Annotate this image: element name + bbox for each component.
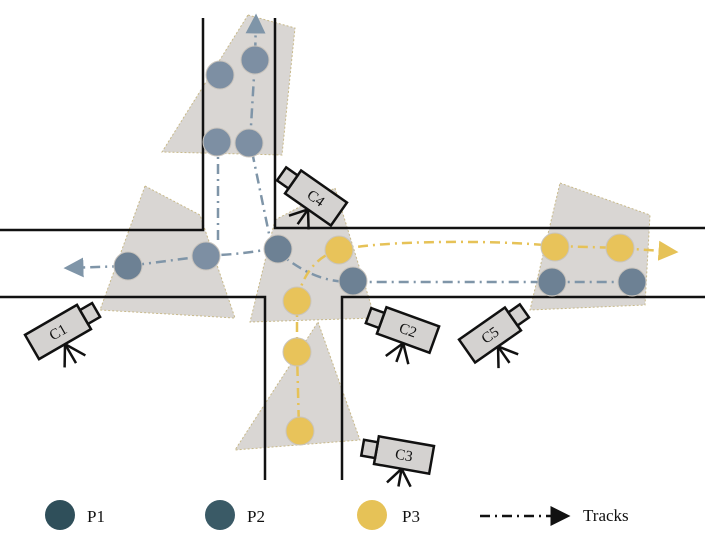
- camera-label-c2: C2: [397, 320, 419, 341]
- camera-leg: [400, 468, 412, 488]
- observation-p3-right-2: [605, 233, 635, 263]
- camera-leg: [288, 208, 309, 217]
- fields-of-view: [99, 14, 651, 451]
- legend-p1-label: P1: [87, 507, 105, 526]
- track-p2-right: [274, 249, 632, 284]
- camera-leg: [63, 343, 78, 364]
- legend-p3-swatch: [357, 500, 387, 530]
- legend-p2-swatch: [205, 500, 235, 530]
- road-edge-lower-left: [0, 295, 267, 480]
- camera-leg: [497, 345, 519, 356]
- road-network: [0, 18, 705, 480]
- camera-leg: [401, 342, 410, 365]
- camera-leg: [496, 346, 500, 369]
- camera-c5: C5: [457, 302, 531, 369]
- camera-label-c1: C1: [47, 322, 70, 345]
- camera-leg: [497, 345, 511, 364]
- legend-p3-label: P3: [402, 507, 420, 526]
- observation-p2-right-1: [537, 267, 567, 297]
- legend-tracks-label: Tracks: [583, 506, 629, 525]
- observation-p2-right-2: [617, 267, 647, 297]
- camera-c3: C3: [359, 434, 436, 488]
- road-edge-lower-right: [340, 295, 705, 480]
- legend-p1-swatch: [45, 500, 75, 530]
- camera-leg: [306, 209, 310, 230]
- observation-p3-center-1: [324, 235, 354, 265]
- observation-p1-left-1: [191, 241, 221, 271]
- camera-c4: C4: [275, 165, 349, 230]
- observation-p2-top-1: [205, 60, 235, 90]
- observation-p2-top-3: [202, 127, 232, 157]
- camera-leg: [63, 344, 67, 368]
- observation-p2-top-2: [240, 45, 270, 75]
- track-p3-right: [296, 240, 679, 301]
- legend: P1 P2 P3 Tracks: [45, 500, 629, 530]
- camera-c1: C1: [23, 301, 102, 368]
- camera-lens: [364, 306, 387, 330]
- camera-lens: [275, 165, 300, 191]
- road-edge-upper-right: [273, 18, 705, 230]
- observation-p3-right-1: [540, 232, 570, 262]
- camera-leg: [397, 468, 403, 487]
- observations: [113, 45, 647, 446]
- camera-c2: C2: [364, 305, 441, 365]
- observation-p2-top-4: [234, 128, 264, 158]
- observation-p1-left-2: [113, 251, 143, 281]
- cameras: C1 C2 C3 C4: [23, 165, 531, 488]
- observation-p3-bottom-1: [282, 337, 312, 367]
- camera-leg: [296, 208, 309, 225]
- camera-lens: [78, 301, 102, 326]
- camera-lens: [359, 438, 380, 460]
- camera-leg: [64, 343, 86, 357]
- camera-leg: [386, 467, 403, 484]
- legend-p2-label: P2: [247, 507, 265, 526]
- fov-c1-left: [99, 185, 236, 319]
- camera-leg: [395, 342, 405, 363]
- camera-lens: [506, 302, 531, 328]
- observation-p2-center: [338, 266, 368, 296]
- camera-label-c3: C3: [394, 447, 414, 466]
- observation-p3-bottom-2: [285, 416, 315, 446]
- camera-leg: [385, 342, 404, 357]
- observation-p3-center-2: [282, 286, 312, 316]
- road-edge-upper-left: [0, 18, 205, 232]
- observation-p1-center: [263, 234, 293, 264]
